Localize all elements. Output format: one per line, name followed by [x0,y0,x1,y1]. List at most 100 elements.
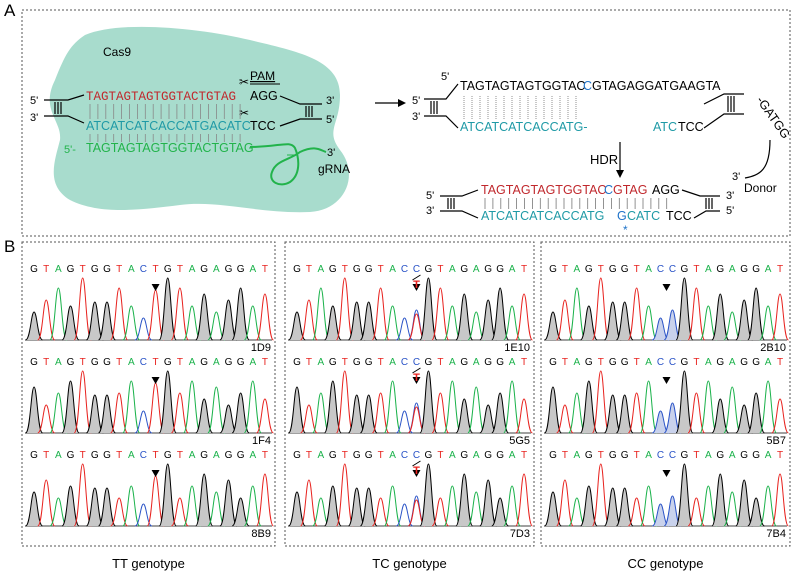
trace-peak [219,299,238,341]
base-call: G [91,264,99,275]
base-call: G [752,264,760,275]
trace-peak [627,497,646,527]
base-call: A [213,357,220,368]
trace-peak [255,293,274,341]
rt-base-pairs [463,96,577,120]
base-call: A [509,264,516,275]
base-call: G [585,450,593,461]
trace-peak [419,370,438,434]
trace-peak [347,487,366,527]
peak-shade [544,492,562,526]
base-call: G [716,450,724,461]
peak-shade [479,480,497,526]
rb-3prime: 3' [426,205,434,217]
trace-peak [515,473,533,527]
grna-label: gRNA [318,162,350,176]
base-call: C [669,357,676,368]
base-call: G [329,450,337,461]
rt-donor-tail: -GATGG [754,94,793,142]
base-call: C [657,357,664,368]
rb-top-red1: TAGTAGTAGTGGTAC [481,183,606,197]
base-call: T [342,264,348,275]
base-call: G [621,264,629,275]
base-call: A [765,264,772,275]
trace-peak [97,487,116,527]
trace-peak [699,485,718,527]
sample-id: 1D9 [251,342,271,354]
sample-id: 5B7 [766,435,786,447]
base-call: G [496,264,504,275]
base-call: A [705,450,712,461]
peak-shade [735,405,753,433]
peak-shade [455,294,473,340]
peak-shade [616,488,634,526]
trace-peak [579,305,598,341]
base-call: G [237,357,245,368]
base-call: G [200,264,208,275]
trace-peak [110,392,129,434]
trace-peak [49,392,68,434]
trace-peak [49,287,68,341]
base-call: A [645,450,652,461]
base-call: G [484,357,492,368]
base-call: C [657,450,664,461]
trace-peak [323,305,342,341]
trace-peak [443,485,462,527]
base-call: G [67,264,75,275]
left-base-pairs [89,104,241,142]
base-call: T [116,450,122,461]
trace-peak [122,380,141,434]
trace-peak [651,410,670,434]
base-call: T [634,264,640,275]
rb-duplex-left-end [440,189,479,219]
trace-peak [663,495,682,527]
base-call: C [140,264,147,275]
trace-peak [735,479,754,527]
base-call: A [509,450,516,461]
base-call: A [249,450,256,461]
sample-id: 8B9 [251,528,271,540]
grna-3prime: 3' [327,147,335,159]
base-call: G [609,264,617,275]
left-duplex-end [44,94,85,124]
peak-shade [232,393,250,433]
rb-top-blue-c: C [604,183,613,197]
trace-peak [158,277,177,341]
trace-peak [25,386,44,434]
rt-bottom-black: TCC [678,120,704,134]
base-call: T [116,357,122,368]
trace-peak [25,491,44,527]
donor-strand-curve [744,139,771,179]
base-call: T [562,264,568,275]
trace-peak [431,497,450,527]
trace-peak [663,309,682,341]
sample-id: 7B4 [766,528,786,540]
trace-peak [603,487,622,527]
base-call: G [225,264,233,275]
base-call: C [401,357,408,368]
peak-shade [711,474,729,526]
rt-top-blue-c: C [583,79,592,93]
base-call: G [30,264,38,275]
trace-peak [37,479,56,527]
trace-peak [479,404,497,434]
trace-peak [219,404,238,434]
trace-peak [73,370,92,434]
base-call: G [496,450,504,461]
peak-shade [491,393,509,433]
snp-alt-base: T [413,372,420,384]
base-call: A [189,450,196,461]
base-call: T [43,264,49,275]
pam-label: PAM [250,69,275,83]
trace-peak [61,380,80,434]
peak-shade [455,399,473,433]
peak-shade [348,395,366,433]
base-call: A [213,450,220,461]
peak-shade [676,278,693,340]
base-call: G [585,357,593,368]
base-call: A [509,357,516,368]
left-bottom-strand-teal: ATCATCATCACCATGACATC [86,119,251,133]
peak-shade [195,294,213,340]
trace-peak [455,398,474,434]
base-call: A [473,264,480,275]
